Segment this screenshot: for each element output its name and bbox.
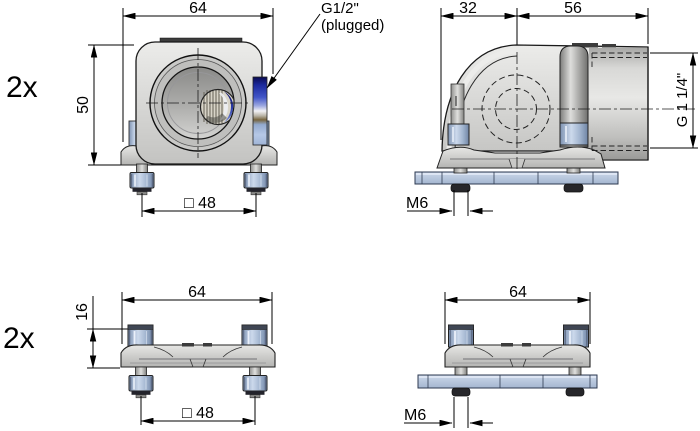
rail-screw-shaft-left — [454, 366, 468, 376]
rail-screw-head-left — [451, 387, 471, 397]
bolt-head-right — [241, 324, 268, 348]
dim-width-label: 64 — [189, 0, 207, 17]
mounting-rail — [414, 171, 619, 185]
bolt-cap-left — [447, 123, 470, 146]
bracket-flange — [120, 344, 276, 368]
dim-bolt-spacing-48 — [140, 396, 256, 425]
dim-width-64 — [121, 292, 273, 344]
g12-plug — [252, 76, 268, 146]
dim-height-label: 16 — [74, 303, 91, 321]
quantity-label-top: 2x — [6, 71, 38, 104]
mounting-rail — [417, 374, 598, 389]
rail-screw-head-right — [565, 387, 585, 397]
side-view: 32 56 — [406, 0, 698, 216]
dim-screw-label: M6 — [406, 195, 428, 212]
callout-leader-line — [266, 13, 321, 89]
bolt-head-left — [127, 324, 154, 348]
callout-port-label: G1/2" — [321, 0, 359, 17]
rail-screw-head-left — [450, 183, 471, 193]
bolt-column-right — [559, 45, 589, 148]
flange-tab2 — [522, 343, 531, 347]
dim-offset-label: 32 — [459, 0, 477, 17]
dim-height-label: 50 — [75, 96, 92, 114]
flange-tab2 — [203, 343, 212, 347]
bracket-front-view: 64 16 □ 48 — [74, 284, 276, 425]
bolt-head-right — [562, 324, 590, 348]
flange-notch — [509, 358, 527, 368]
socket-thread-hidden-lines — [591, 52, 647, 151]
dim-screw-m6 — [404, 397, 493, 428]
side-centerlines — [452, 52, 697, 170]
socket-top-face-edge — [572, 43, 598, 48]
dim-width-64 — [122, 8, 274, 142]
rail-screw-shaft-right — [568, 366, 582, 376]
dim-thread-g114 — [650, 52, 698, 149]
quantity-label-bottom: 2x — [3, 322, 35, 355]
bracket-flange — [444, 344, 591, 368]
bracket-side-view: 64 M6 — [404, 284, 598, 428]
centerlines — [146, 48, 251, 158]
inner-port — [199, 88, 234, 126]
dim-width-label: 64 — [188, 284, 206, 301]
callout-note-label: (plugged) — [321, 17, 384, 34]
dim-bolt-spacing-48 — [141, 193, 257, 217]
flange-tab — [182, 343, 194, 347]
dim-height-16 — [87, 296, 133, 369]
dim-bolt-spacing-label: □ 48 — [182, 405, 214, 422]
dim-thread-label: G 1 1/4" — [674, 73, 691, 128]
dim-offset-32-depth-56 — [440, 8, 649, 140]
bolt-shaft-left — [450, 83, 465, 127]
socket-top-face-edge2 — [602, 44, 616, 48]
inner-plug-crescent — [224, 91, 234, 123]
front-view: 64 50 — [75, 0, 384, 217]
dim-screw-m6 — [407, 190, 493, 216]
dim-screw-label: M6 — [404, 407, 426, 424]
flange-notch — [189, 358, 207, 368]
socket-shading — [589, 48, 647, 159]
dim-height-50 — [88, 44, 134, 166]
rail-screw-head-right — [563, 183, 584, 193]
dim-width-64 — [444, 292, 591, 344]
dim-width-label: 64 — [509, 284, 527, 301]
flange-tab — [501, 343, 513, 347]
dim-depth-label: 56 — [564, 0, 582, 17]
bolt-cap-right — [559, 122, 589, 146]
bolt-head-left — [447, 324, 475, 348]
dim-bolt-spacing-label: □ 48 — [184, 195, 216, 212]
